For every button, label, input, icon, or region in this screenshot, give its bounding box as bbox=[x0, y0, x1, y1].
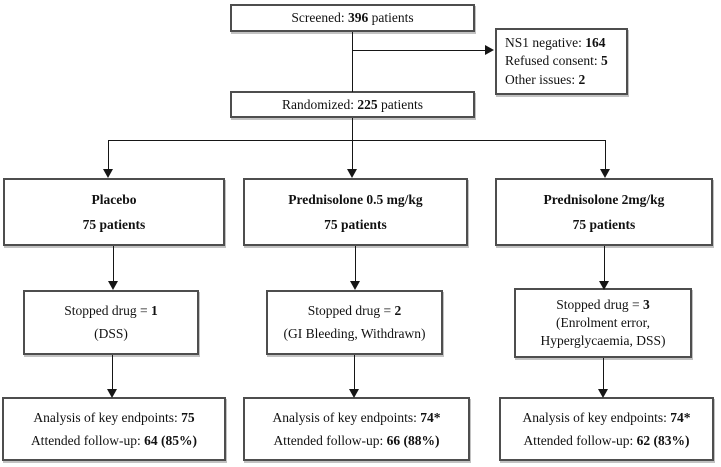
connector-stop-final-left bbox=[112, 355, 114, 389]
arrowhead-down-icon bbox=[599, 281, 609, 290]
connector-stop-final-right bbox=[603, 358, 605, 389]
arrowhead-down-icon bbox=[349, 389, 359, 398]
connector-branch-left bbox=[108, 140, 110, 170]
arrowhead-down-icon bbox=[108, 281, 118, 290]
followup-text: Attended follow-up: 62 (83%) bbox=[523, 432, 690, 448]
connector-branch-horizontal bbox=[108, 140, 606, 142]
randomized-box: Randomized: 225 patients bbox=[230, 91, 475, 118]
connector-branch-right bbox=[605, 140, 607, 170]
arm-box-prednisolone-low: Prednisolone 0.5 mg/kg 75 patients bbox=[243, 178, 468, 246]
followup-text: Attended follow-up: 64 (85%) bbox=[30, 432, 198, 448]
exclusion-line: Other issues: 2 bbox=[505, 71, 586, 87]
arm-box-placebo: Placebo 75 patients bbox=[3, 178, 225, 246]
connector-screened-randomized bbox=[352, 32, 354, 92]
stopped-box-placebo: Stopped drug = 1 (DSS) bbox=[23, 290, 199, 355]
analysis-box-placebo: Analysis of key endpoints: 75 Attended f… bbox=[2, 397, 226, 461]
connector-to-exclusions bbox=[352, 50, 486, 52]
analysis-text: Analysis of key endpoints: 74* bbox=[522, 409, 691, 425]
stopped-box-prednisolone-low: Stopped drug = 2 (GI Bleeding, Withdrawn… bbox=[266, 290, 443, 355]
analysis-text: Analysis of key endpoints: 74* bbox=[272, 409, 441, 425]
analysis-text: Analysis of key endpoints: 75 bbox=[33, 409, 195, 425]
screened-text: Screened: 396 patients bbox=[291, 10, 414, 26]
analysis-box-prednisolone-low: Analysis of key endpoints: 74* Attended … bbox=[243, 397, 470, 461]
arrowhead-down-icon bbox=[350, 281, 360, 290]
stopped-text: Stopped drug = 3 bbox=[556, 297, 650, 313]
arrowhead-down-icon bbox=[103, 169, 113, 178]
arm-title: Placebo bbox=[91, 191, 137, 207]
arrowhead-down-icon bbox=[598, 389, 608, 398]
connector-arm-stop-mid bbox=[355, 246, 357, 282]
analysis-box-prednisolone-high: Analysis of key endpoints: 74* Attended … bbox=[499, 397, 714, 461]
arm-count: 75 patients bbox=[324, 216, 387, 232]
randomized-text: Randomized: 225 patients bbox=[282, 96, 423, 112]
connector-arm-stop-left bbox=[113, 246, 115, 282]
followup-text: Attended follow-up: 66 (88%) bbox=[273, 432, 440, 448]
exclusions-box: NS1 negative: 164 Refused consent: 5 Oth… bbox=[495, 28, 628, 95]
connector-randomized-down bbox=[352, 118, 354, 170]
exclusion-line: Refused consent: 5 bbox=[505, 53, 608, 69]
arrowhead-down-icon bbox=[600, 169, 610, 178]
arm-box-prednisolone-high: Prednisolone 2mg/kg 75 patients bbox=[495, 178, 713, 246]
arrowhead-down-icon bbox=[347, 169, 357, 178]
stopped-reason: (DSS) bbox=[94, 326, 128, 342]
connector-stop-final-mid bbox=[354, 355, 356, 389]
arrowhead-down-icon bbox=[107, 389, 117, 398]
stopped-text: Stopped drug = 1 bbox=[64, 303, 158, 319]
stopped-text: Stopped drug = 2 bbox=[307, 303, 402, 319]
stopped-reason: (GI Bleeding, Withdrawn) bbox=[283, 326, 426, 342]
exclusion-line: NS1 negative: 164 bbox=[505, 34, 606, 50]
arrowhead-right-icon bbox=[485, 45, 494, 55]
arm-count: 75 patients bbox=[82, 216, 146, 232]
arm-count: 75 patients bbox=[572, 216, 636, 232]
stopped-box-prednisolone-high: Stopped drug = 3 (Enrolment error, Hyper… bbox=[514, 288, 692, 358]
arm-title: Prednisolone 2mg/kg bbox=[543, 191, 665, 207]
stopped-reason: (Enrolment error, Hyperglycaemia, DSS) bbox=[540, 315, 666, 348]
arm-title: Prednisolone 0.5 mg/kg bbox=[288, 191, 423, 207]
screened-box: Screened: 396 patients bbox=[230, 4, 475, 32]
connector-arm-stop-right bbox=[604, 246, 606, 282]
